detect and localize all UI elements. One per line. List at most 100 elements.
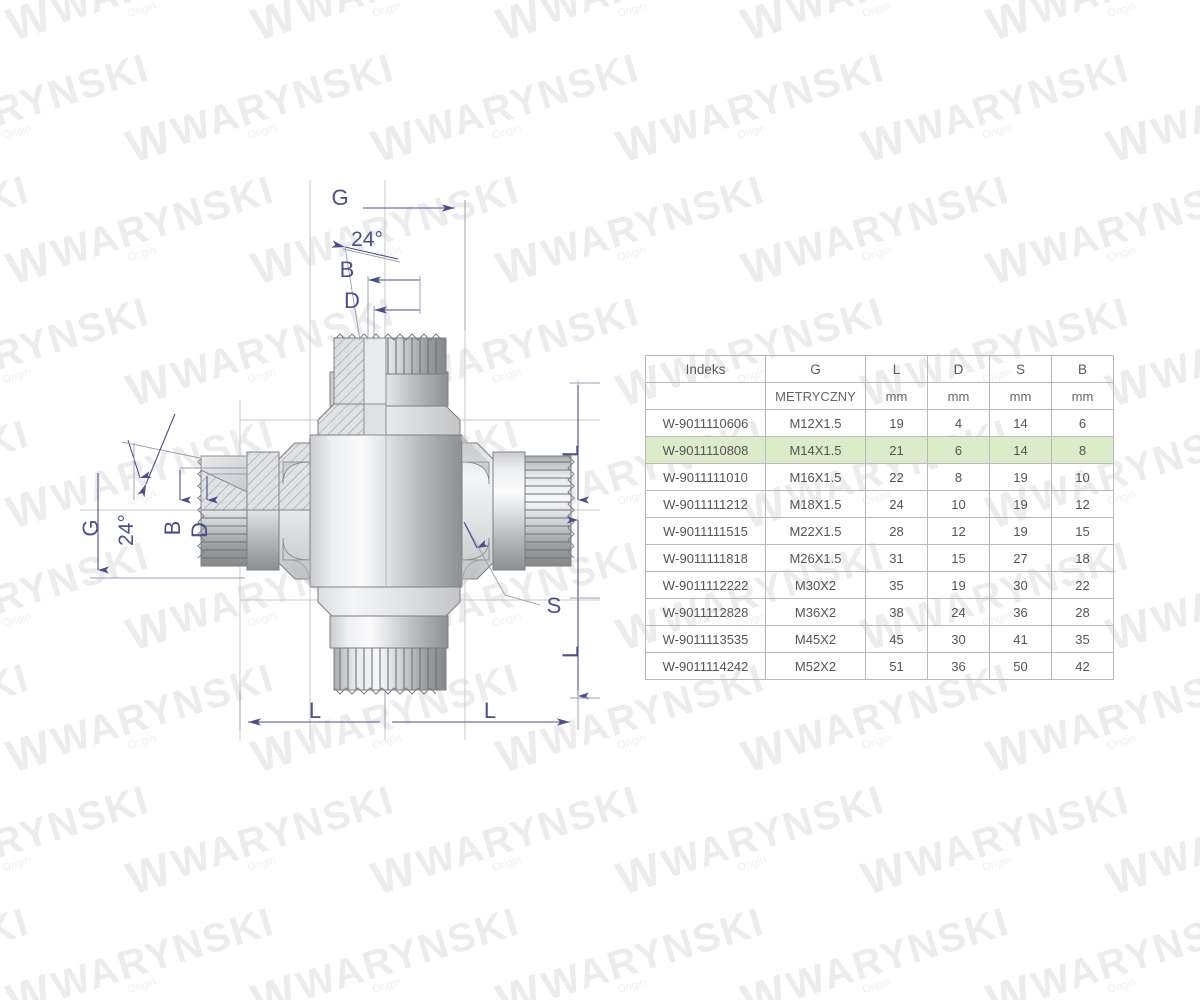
cell-g: M16X1.5 xyxy=(765,463,866,491)
watermark-subtitle: Origin xyxy=(736,853,768,875)
cell-d: 10 xyxy=(927,490,990,518)
watermark-logo-letter: W xyxy=(245,965,300,1000)
cell-l: 35 xyxy=(865,571,928,599)
watermark-subtitle: Origin xyxy=(981,853,1013,875)
label-g-left: G xyxy=(78,519,103,536)
cell-l: 21 xyxy=(865,436,928,464)
thread-ridges-right xyxy=(525,461,571,559)
table-units-row: METRYCZNY mm mm mm mm xyxy=(645,382,1114,410)
cell-s: 19 xyxy=(989,463,1052,491)
watermark-logo-letter: W xyxy=(855,111,910,173)
unit-s: mm xyxy=(989,382,1052,410)
watermark-subtitle: Origin xyxy=(126,975,158,997)
cell-d: 4 xyxy=(927,409,990,437)
cell-index: W-9011111010 xyxy=(645,463,766,491)
label-angle-left: 24° xyxy=(115,514,138,546)
label-l-right-bottom: L xyxy=(558,646,583,658)
watermark-brand: WARYNSKI xyxy=(781,167,1015,277)
thread-ridges-bottom xyxy=(339,648,437,690)
watermark-subtitle: Origin xyxy=(861,243,893,265)
watermark-subtitle: Origin xyxy=(861,975,893,997)
unit-g: METRYCZNY xyxy=(765,382,866,410)
label-b-left: B xyxy=(160,521,185,536)
cell-index: W-9011112222 xyxy=(645,571,766,599)
header-g: G xyxy=(765,355,866,383)
cell-d: 36 xyxy=(927,652,990,680)
watermark-subtitle: Origin xyxy=(861,0,893,21)
cell-l: 38 xyxy=(865,598,928,626)
watermark-logo-letter: W xyxy=(980,233,1035,295)
cell-b: 42 xyxy=(1051,652,1114,680)
watermark-logo-letter: W xyxy=(980,721,1035,783)
cell-b: 18 xyxy=(1051,544,1114,572)
cell-d: 12 xyxy=(927,517,990,545)
header-b: B xyxy=(1051,355,1114,383)
cell-d: 6 xyxy=(927,436,990,464)
cell-b: 6 xyxy=(1051,409,1114,437)
cell-s: 19 xyxy=(989,517,1052,545)
watermark-subtitle: Origin xyxy=(861,731,893,753)
label-b-top: B xyxy=(340,257,355,282)
watermark-logo-letter: W xyxy=(1100,111,1155,173)
watermark-brand: WARYNSKI xyxy=(166,777,400,887)
cell-l: 51 xyxy=(865,652,928,680)
watermark-logo-letter: W xyxy=(735,965,790,1000)
cell-g: M14X1.5 xyxy=(765,436,866,464)
label-l-right-top: L xyxy=(558,445,583,457)
watermark-logo-letter: W xyxy=(980,0,1035,51)
cell-s: 27 xyxy=(989,544,1052,572)
cell-b: 35 xyxy=(1051,625,1114,653)
cell-index: W-9011113535 xyxy=(645,625,766,653)
watermark-brand: WARYNSKI xyxy=(1027,0,1200,33)
cell-l: 31 xyxy=(865,544,928,572)
cell-s: 36 xyxy=(989,598,1052,626)
header-indeks: Indeks xyxy=(645,355,766,383)
label-l-bottom-left: L xyxy=(309,698,321,723)
label-g-top: G xyxy=(331,185,348,210)
cell-b: 15 xyxy=(1051,517,1114,545)
cell-g: M12X1.5 xyxy=(765,409,866,437)
watermark-subtitle: Origin xyxy=(1106,0,1138,21)
cell-l: 45 xyxy=(865,625,928,653)
watermark-subtitle: Origin xyxy=(981,121,1013,143)
cell-l: 28 xyxy=(865,517,928,545)
watermark-subtitle: Origin xyxy=(491,853,523,875)
watermark-brand: WARYNSKI xyxy=(656,45,890,155)
watermark-brand: WARYNSKI xyxy=(1146,533,1200,643)
cell-s: 41 xyxy=(989,625,1052,653)
cell-g: M36X2 xyxy=(765,598,866,626)
label-angle-top: 24° xyxy=(351,228,383,251)
cell-index: W-9011110606 xyxy=(645,409,766,437)
cell-b: 28 xyxy=(1051,598,1114,626)
spec-table-container: Indeks G L D S B METRYCZNY mm mm mm mm W… xyxy=(645,355,1114,680)
watermark-brand: WARYNSKI xyxy=(0,777,155,887)
watermark-subtitle: Origin xyxy=(1106,731,1138,753)
cross-fitting-body xyxy=(197,333,575,695)
watermark-brand: WARYNSKI xyxy=(1146,289,1200,399)
watermark-subtitle: Origin xyxy=(1106,487,1138,509)
cell-b: 22 xyxy=(1051,571,1114,599)
watermark-brand: WARYNSKI xyxy=(781,899,1015,1000)
watermark-logo-letter: W xyxy=(735,721,790,783)
watermark-logo-letter: W xyxy=(855,843,910,905)
label-d-top: D xyxy=(344,288,360,313)
